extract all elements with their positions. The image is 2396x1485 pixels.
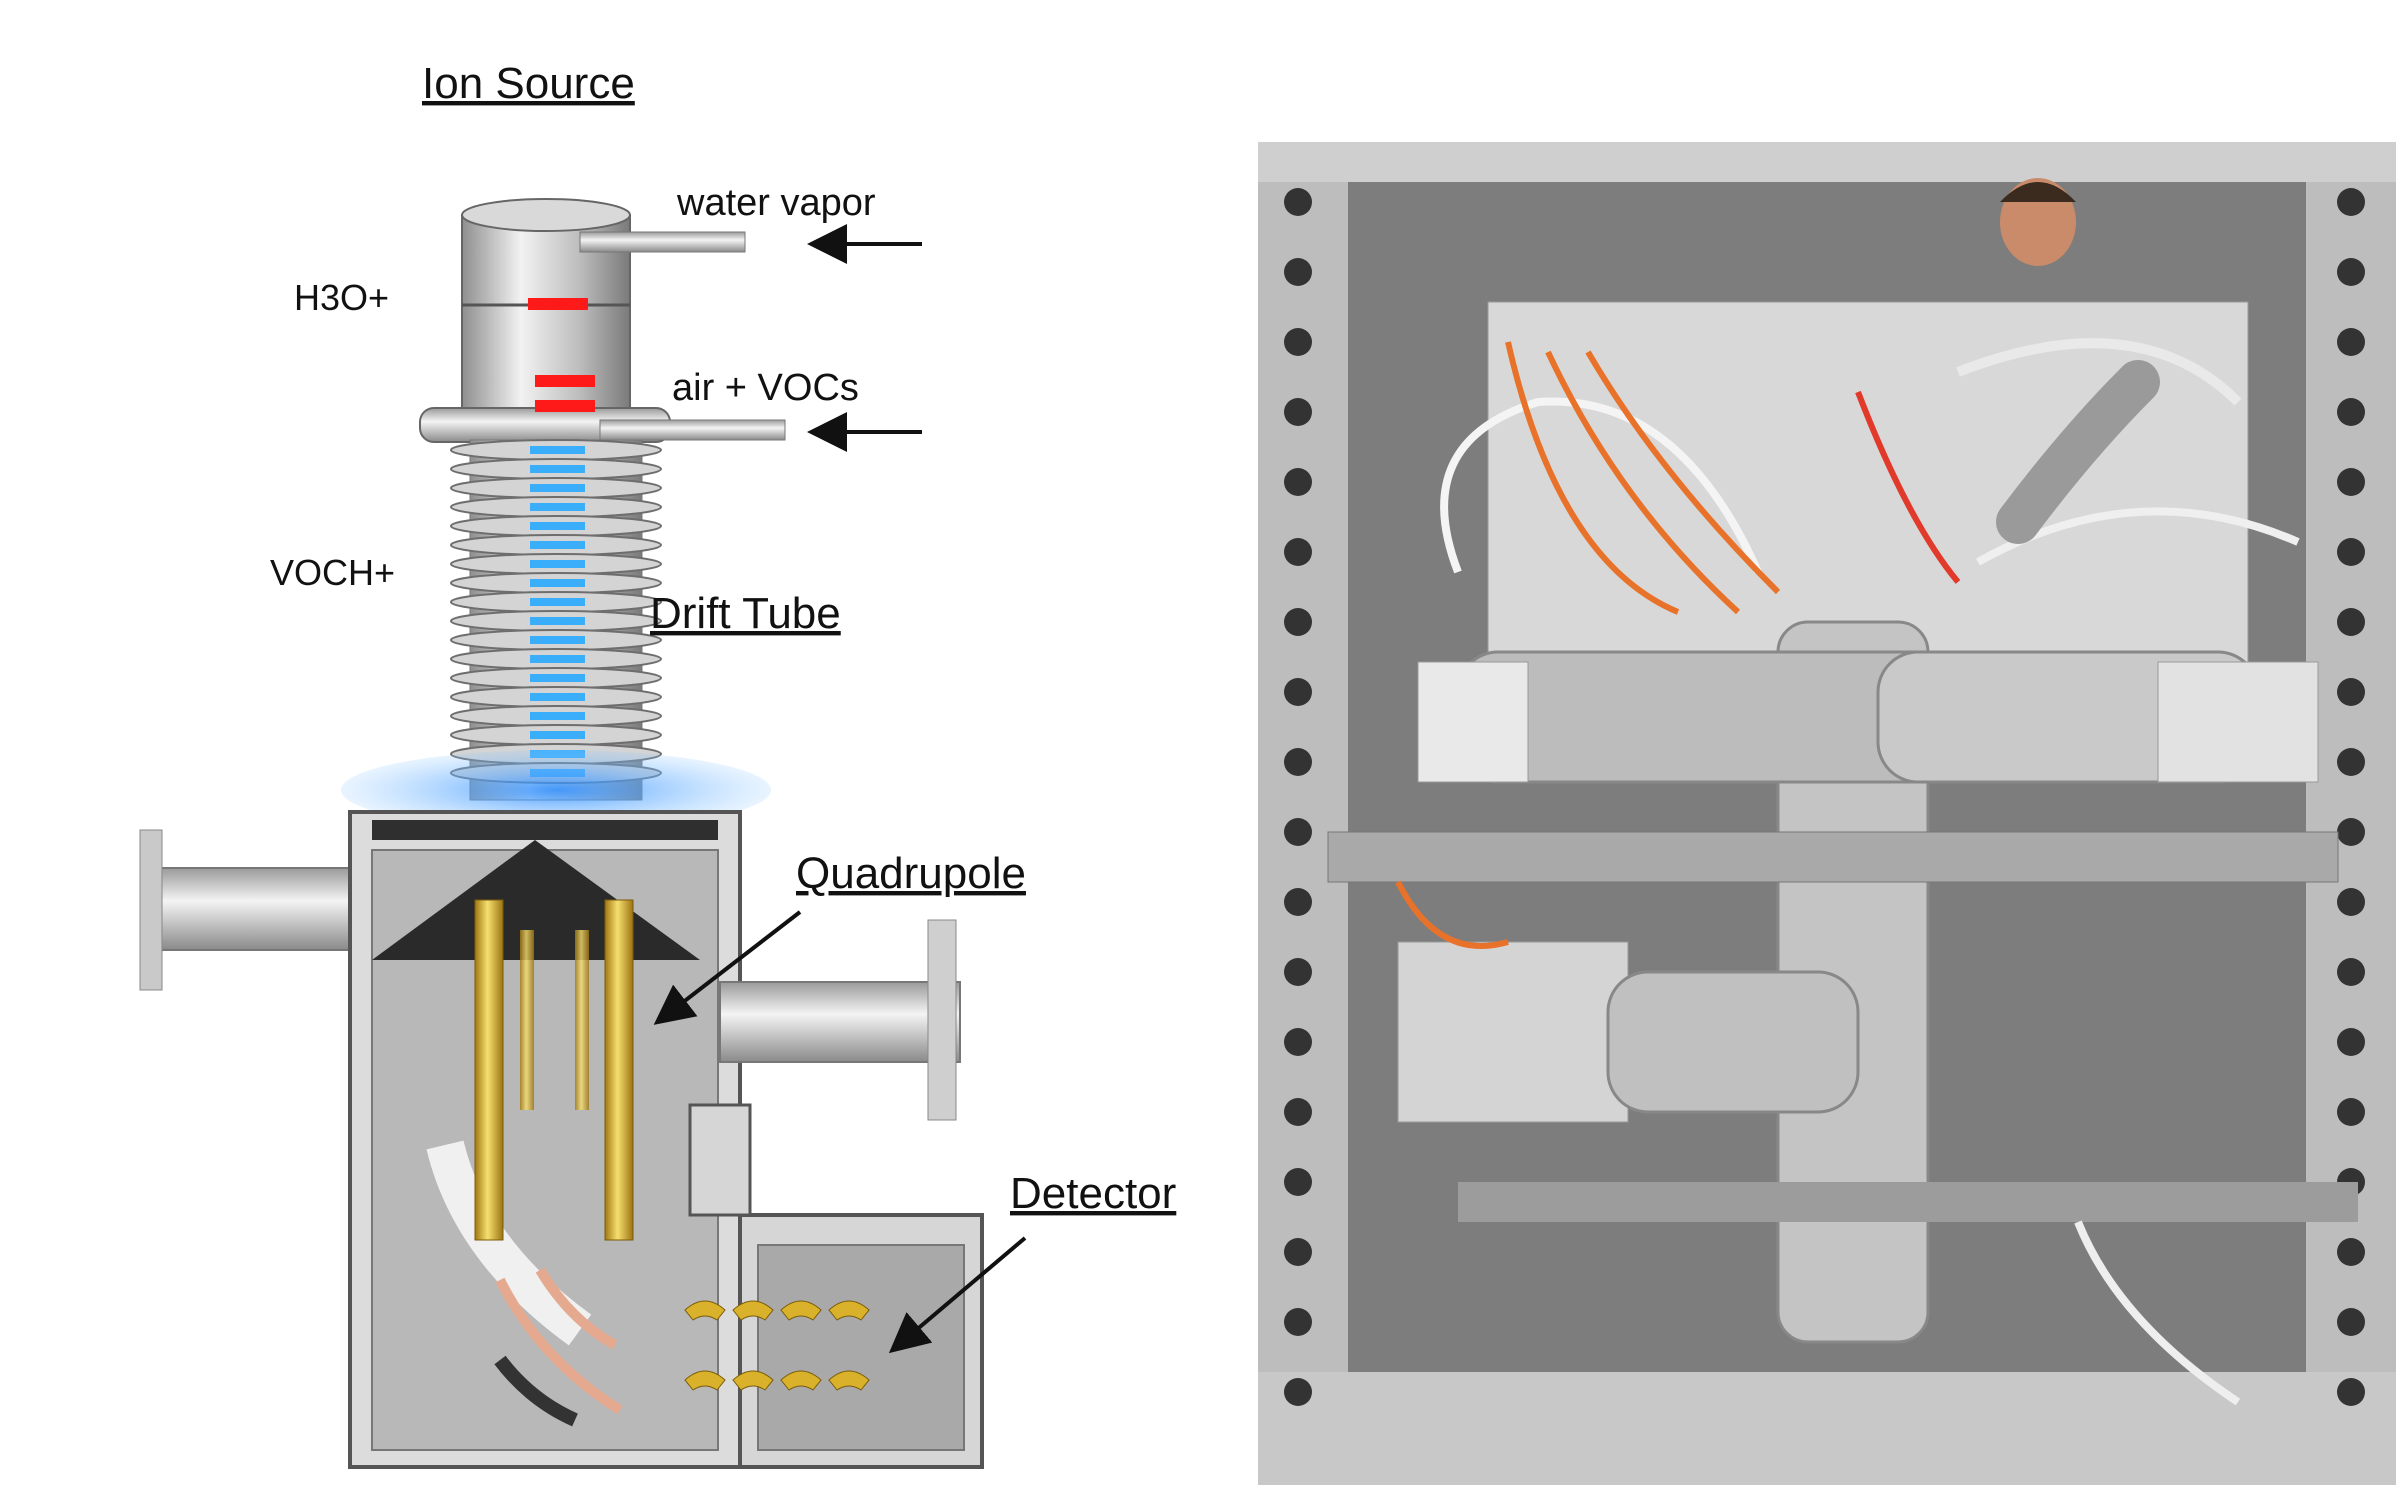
ion-beam-segment xyxy=(530,617,585,625)
frame-hole xyxy=(2337,188,2365,216)
frame-hole xyxy=(2337,748,2365,776)
ion-beam-segment xyxy=(530,446,585,454)
dynode xyxy=(780,1300,822,1321)
dynode xyxy=(684,1300,726,1321)
frame-hole xyxy=(2337,328,2365,356)
frame-hole xyxy=(2337,1238,2365,1266)
frame-hole xyxy=(1284,468,1312,496)
ion-beam-segment xyxy=(530,731,585,739)
frame-hole xyxy=(1284,1378,1312,1406)
frame-hole xyxy=(2337,468,2365,496)
frame-hole xyxy=(1284,538,1312,566)
frame-hole xyxy=(2337,538,2365,566)
frame-hole xyxy=(1284,258,1312,286)
frame-hole xyxy=(2337,1308,2365,1336)
instrument-photo xyxy=(1258,142,2396,1485)
ion-mark xyxy=(528,298,588,310)
frame-hole xyxy=(1284,1028,1312,1056)
frame-hole xyxy=(1284,818,1312,846)
label-voch: VOCH+ xyxy=(270,552,395,593)
ion-beam-segment xyxy=(530,503,585,511)
frame-hole xyxy=(1284,398,1312,426)
ion-beam-segment xyxy=(530,560,585,568)
label-air-vocs: air + VOCs xyxy=(672,367,859,409)
instrument-photo-illustration xyxy=(1258,142,2396,1485)
arrow-detector xyxy=(888,1236,1027,1354)
label-quadrupole: Quadrupole xyxy=(796,849,1026,898)
ion-mark xyxy=(535,375,595,387)
ion-mark xyxy=(535,400,595,412)
frame-hole xyxy=(1284,748,1312,776)
frame-hole xyxy=(2337,958,2365,986)
frame-hole xyxy=(1284,678,1312,706)
label-water-vapor: water vapor xyxy=(676,182,876,224)
frame-hole xyxy=(1284,888,1312,916)
frame-hole xyxy=(1284,1168,1312,1196)
frame-hole xyxy=(1284,608,1312,636)
dynode xyxy=(828,1370,870,1391)
frame-hole xyxy=(2337,258,2365,286)
arrow-quadrupole xyxy=(653,910,802,1025)
label-drift-tube: Drift Tube xyxy=(650,589,841,638)
ion-beam-segment xyxy=(530,541,585,549)
frame-hole xyxy=(2337,1098,2365,1126)
vacuum-chamber xyxy=(139,810,984,1469)
frame-hole xyxy=(1284,1238,1312,1266)
dynode xyxy=(780,1370,822,1391)
label-detector: Detector xyxy=(1010,1169,1176,1218)
quadrupole-rods xyxy=(474,899,634,1241)
frame-hole xyxy=(1284,328,1312,356)
dynode xyxy=(732,1370,774,1391)
ion-beam-segment xyxy=(530,693,585,701)
ion-beam-segment xyxy=(530,674,585,682)
ion-beam-segment xyxy=(530,522,585,530)
ion-source-head xyxy=(419,198,786,443)
frame-hole xyxy=(2337,608,2365,636)
frame-hole xyxy=(1284,188,1312,216)
frame-hole xyxy=(1284,1308,1312,1336)
ion-beam-segment xyxy=(530,579,585,587)
ion-beam-segment xyxy=(530,465,585,473)
ion-beam-segment xyxy=(530,712,585,720)
drift-tube xyxy=(450,439,662,801)
ion-beam-segment xyxy=(530,484,585,492)
dynode xyxy=(684,1370,726,1391)
frame-hole xyxy=(2337,678,2365,706)
frame-hole xyxy=(2337,1028,2365,1056)
frame-hole xyxy=(2337,1378,2365,1406)
dynode xyxy=(828,1300,870,1321)
diagram-title: Ion Source xyxy=(422,59,635,108)
frame-hole xyxy=(2337,888,2365,916)
ion-beam-segment xyxy=(530,598,585,606)
detector-dynodes xyxy=(684,1300,870,1391)
ion-beam-segment xyxy=(530,636,585,644)
frame-hole xyxy=(2337,818,2365,846)
ion-beam-segment xyxy=(530,655,585,663)
dynode xyxy=(732,1300,774,1321)
frame-hole xyxy=(1284,1098,1312,1126)
frame-hole xyxy=(2337,398,2365,426)
frame-hole xyxy=(1284,958,1312,986)
label-h3o: H3O+ xyxy=(294,277,389,318)
